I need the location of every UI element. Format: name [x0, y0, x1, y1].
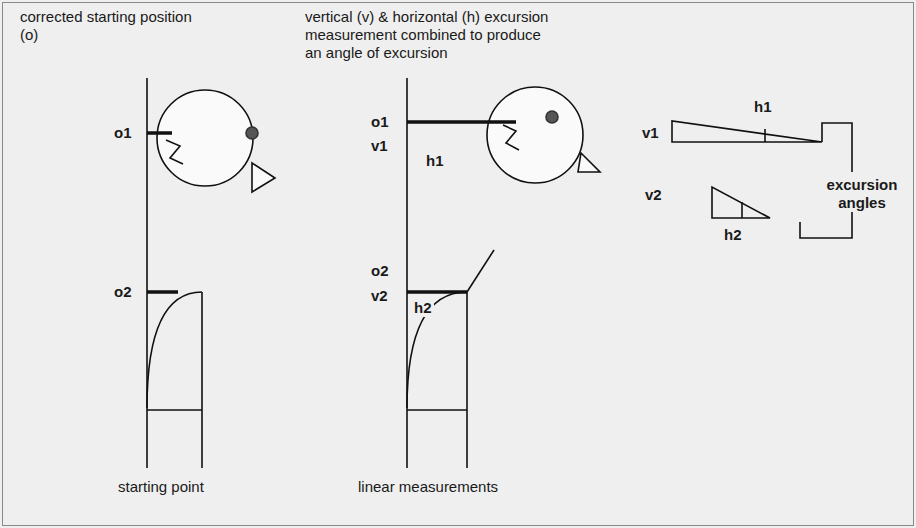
label: h2 [412, 299, 434, 317]
label: v2 [643, 186, 664, 204]
label: o1 [369, 113, 391, 131]
label: v1 [640, 124, 661, 142]
label: h2 [722, 226, 744, 244]
bird-start [147, 78, 275, 468]
label: h1 [752, 98, 774, 116]
label: vertical (v) & horizontal (h) excursion … [303, 8, 552, 62]
label: h1 [424, 152, 446, 170]
label: starting point [116, 478, 206, 496]
label: o2 [369, 262, 391, 280]
label: corrected starting position (o) [18, 8, 212, 44]
label: o1 [112, 124, 134, 142]
label: linear measurements [356, 478, 500, 496]
label: excursion angles [820, 176, 904, 212]
label: o2 [112, 283, 134, 301]
label: v2 [369, 287, 390, 305]
bird-measured [407, 78, 600, 468]
label: v1 [369, 137, 390, 155]
frame [3, 3, 914, 526]
